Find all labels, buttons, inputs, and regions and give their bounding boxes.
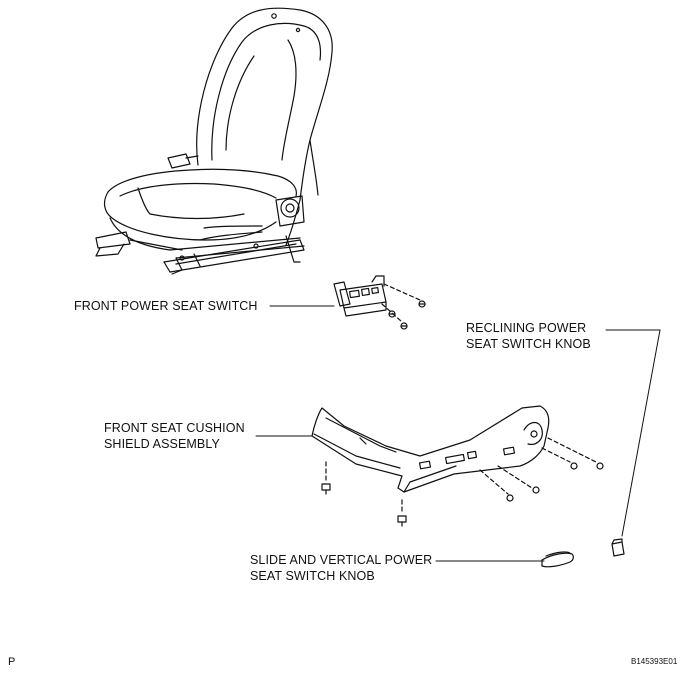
seat-illustration <box>95 7 333 275</box>
reclining-knob-label-line1: RECLINING POWER <box>466 321 587 335</box>
cushion-shield-label-line2: SHIELD ASSEMBLY <box>104 437 220 451</box>
leader-lines <box>255 305 661 562</box>
slide-knob-label-line1: SLIDE AND VERTICAL POWER <box>250 553 433 567</box>
front-power-seat-switch-label: FRONT POWER SEAT SWITCH <box>74 299 258 313</box>
reclining-knob-label-line2: SEAT SWITCH KNOB <box>466 337 591 351</box>
cushion-shield-label-line1: FRONT SEAT CUSHION <box>104 421 245 435</box>
figure-code: B145393E01 <box>631 657 678 666</box>
front-power-seat-switch-part <box>333 275 426 330</box>
page-marker: P <box>8 656 16 668</box>
slide-knob-label-line2: SEAT SWITCH KNOB <box>250 569 375 583</box>
cushion-shield-part <box>311 405 604 527</box>
slide-knob-part <box>541 551 574 568</box>
reclining-knob-part <box>611 538 625 557</box>
